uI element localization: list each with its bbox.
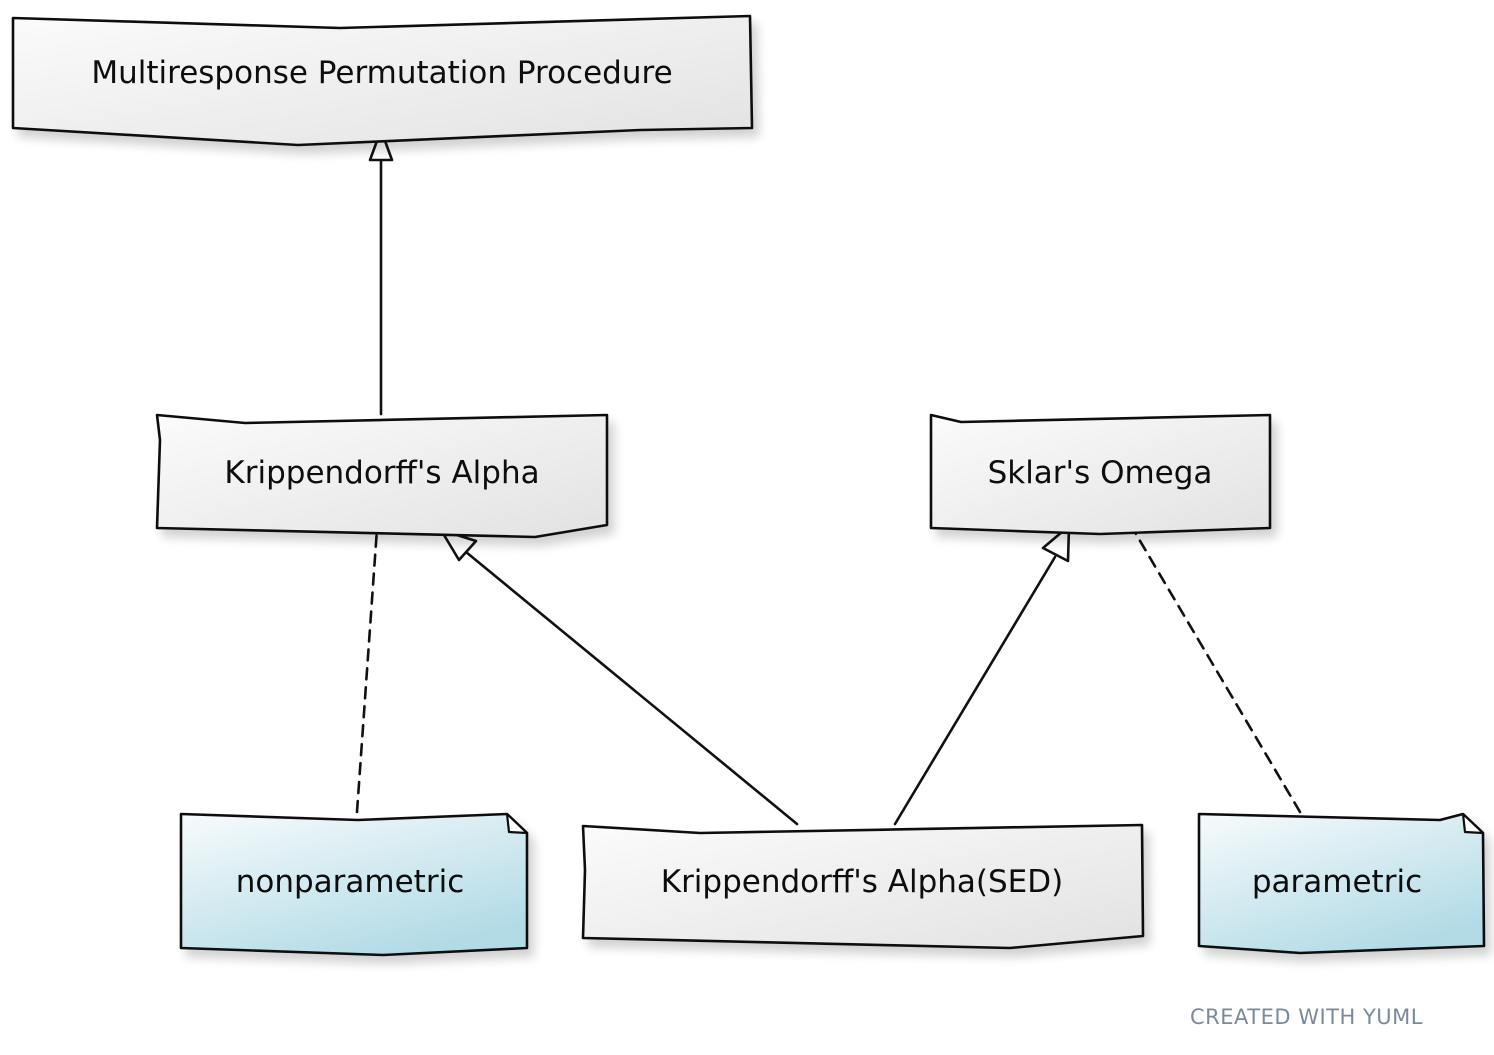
note-parametric[interactable]: parametric xyxy=(1197,812,1486,955)
edge-kased-to-so xyxy=(893,555,1057,826)
edge-np-to-ka xyxy=(355,527,379,814)
node-krippendorffs-alpha[interactable]: Krippendorff's Alpha xyxy=(155,413,609,539)
node-multiresponse-permutation-procedure[interactable]: Multiresponse Permutation Procedure xyxy=(11,14,754,147)
node-label: Multiresponse Permutation Procedure xyxy=(91,55,672,91)
node-krippendorffs-alpha-sed[interactable]: Krippendorff's Alpha(SED) xyxy=(581,823,1145,950)
node-label: parametric xyxy=(1252,864,1422,900)
node-sklars-omega[interactable]: Sklar's Omega xyxy=(929,413,1272,536)
node-label: Sklar's Omega xyxy=(988,455,1213,491)
node-label: Krippendorff's Alpha xyxy=(224,455,539,491)
node-label: Krippendorff's Alpha(SED) xyxy=(661,864,1064,900)
arrowhead-mpp xyxy=(368,128,394,162)
created-with-yuml-watermark: CREATED WITH YUML xyxy=(1190,1005,1423,1029)
edges xyxy=(355,128,1302,826)
edge-kased-to-ka xyxy=(464,550,799,826)
edge-p-to-so xyxy=(1131,527,1302,814)
note-nonparametric[interactable]: nonparametric xyxy=(179,812,529,957)
node-label: nonparametric xyxy=(236,864,465,900)
arrowhead-so xyxy=(1041,524,1071,563)
